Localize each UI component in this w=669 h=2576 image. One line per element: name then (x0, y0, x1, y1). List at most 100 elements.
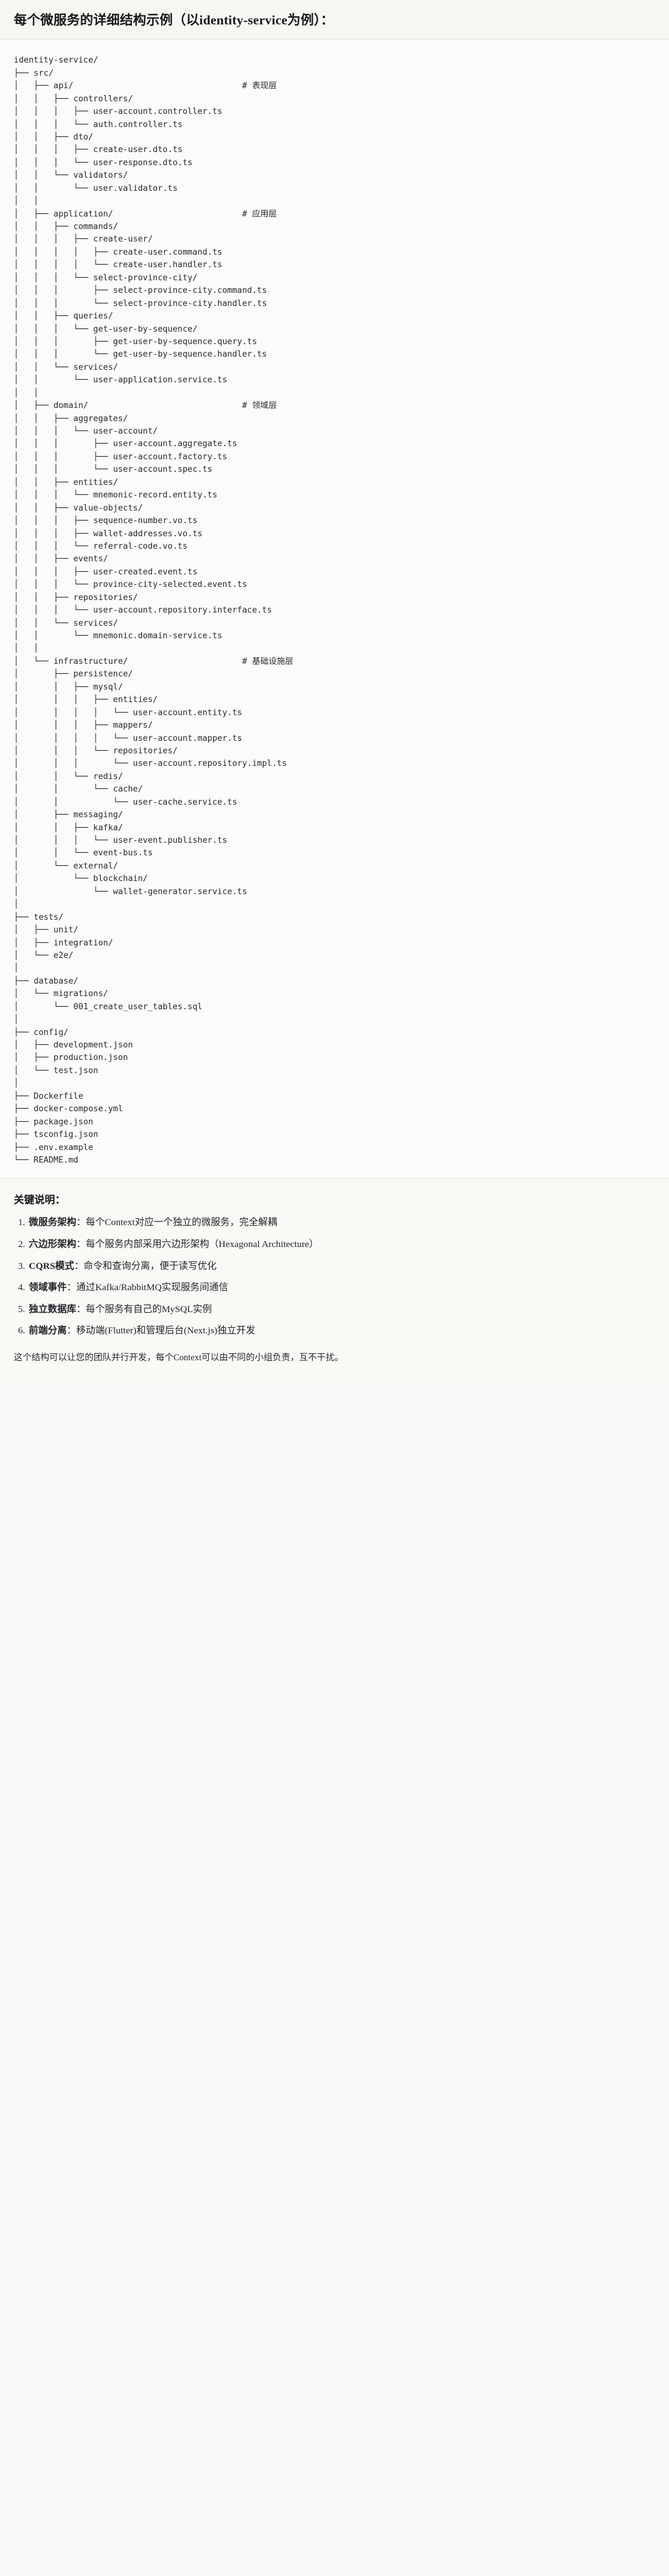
tree-line-text: │ │ │ │ └── user-account.entity.ts (14, 708, 243, 718)
tree-line: │ └── blockchain/ (14, 873, 655, 885)
tree-line-text: │ │ │ └── select-province-city.handler.t… (14, 298, 267, 308)
tree-line: │ │ │ └── user-response.dto.ts (14, 157, 655, 170)
tree-line-text: │ │ ├── aggregates/ (14, 414, 128, 424)
tree-line: │ │ │ └── select-province-city/ (14, 272, 655, 285)
tree-line-text: │ │ └── validators/ (14, 171, 128, 181)
key-note-label: 前端分离 (29, 1325, 67, 1336)
tree-line-text: ├── config/ (14, 1027, 69, 1037)
tree-line: │ │ ├── queries/ (14, 310, 655, 323)
tree-line-text: ├── .env.example (14, 1143, 94, 1153)
tree-line: │ └── e2e/ (14, 950, 655, 962)
page-root: 每个微服务的详细结构示例（以identity-service为例）： ident… (0, 0, 669, 1382)
tree-line-text: │ │ │ └── select-province-city/ (14, 273, 198, 283)
tree-line: │ │ │ └── mnemonic-record.entity.ts (14, 489, 655, 502)
tree-line: │ │ │ └── get-user-by-sequence/ (14, 323, 655, 336)
tree-line-text: │ │ │ ├── user-created.event.ts (14, 567, 198, 577)
tree-line-text: │ │ └── services/ (14, 618, 118, 628)
key-note-label: 领域事件 (29, 1282, 67, 1293)
key-note-text: 命令和查询分离，便于读写优化 (83, 1260, 217, 1271)
tree-line-text: │ (14, 1079, 19, 1089)
tree-line: │ │ └── validators/ (14, 170, 655, 182)
tree-line: │ │ │ └── referral-code.vo.ts (14, 541, 655, 553)
tree-line: │ │ │ │ └── create-user.handler.ts (14, 259, 655, 272)
tree-line: ├── database/ (14, 975, 655, 988)
tree-line: │ (14, 1077, 655, 1090)
tree-line-text: │ │ ├── events/ (14, 554, 108, 564)
key-note-item: 微服务架构：每个Context对应一个独立的微服务，完全解耦 (28, 1215, 655, 1230)
document-header: 每个微服务的详细结构示例（以identity-service为例）： (0, 0, 669, 40)
key-note-label: 六边形架构 (29, 1238, 76, 1250)
tree-line-text: │ │ ├── repositories/ (14, 593, 138, 603)
tree-line-text: │ │ │ ├── user-account.factory.ts (14, 452, 228, 462)
tree-line-text: │ │ │ └── user-response.dto.ts (14, 158, 193, 168)
tree-line: ├── package.json (14, 1116, 655, 1129)
key-note-separator: ： (76, 1217, 86, 1228)
tree-line: │ ├── domain/ # 领域层 (14, 400, 655, 412)
tree-line: │ │ │ ├── select-province-city.command.t… (14, 285, 655, 297)
tree-line-text: │ (14, 1015, 19, 1025)
directory-tree: identity-service/├── src/│ ├── api/ # 表现… (14, 54, 655, 1167)
tree-line: ├── tests/ (14, 912, 655, 924)
tree-line-text: │ └── migrations/ (14, 989, 108, 999)
tree-line-text: │ │ └── redis/ (14, 771, 123, 781)
tree-line-text: │ ├── api/ (14, 81, 74, 91)
tree-line-text: │ │ └── user-application.service.ts (14, 375, 228, 385)
key-note-separator: ： (76, 1238, 86, 1250)
tree-line: │ │ │ ├── mappers/ (14, 720, 655, 732)
tree-line: │ │ │ └── get-user-by-sequence.handler.t… (14, 349, 655, 361)
tree-line: │ │ │ │ └── user-account.entity.ts (14, 707, 655, 720)
tree-line: │ │ (14, 195, 655, 208)
tree-line-text: ├── tsconfig.json (14, 1130, 98, 1140)
key-note-item: 领域事件：通过Kafka/RabbitMQ实现服务间通信 (28, 1280, 655, 1295)
tree-line: │ │ ├── kafka/ (14, 822, 655, 835)
tree-line-text: │ │ │ └── get-user-by-sequence.handler.t… (14, 350, 267, 360)
tree-line: │ │ ├── entities/ (14, 477, 655, 489)
tree-line: │ ├── api/ # 表现层 (14, 80, 655, 93)
tree-line-text: │ ├── integration/ (14, 938, 113, 948)
tree-line-text: │ │ ├── commands/ (14, 222, 118, 232)
tree-line-text: │ │ ├── dto/ (14, 132, 94, 142)
tree-line: │ │ (14, 387, 655, 400)
tree-line: │ └── migrations/ (14, 988, 655, 1000)
tree-line-text: │ │ ├── kafka/ (14, 823, 123, 833)
tree-line: │ │ │ ├── create-user.dto.ts (14, 144, 655, 156)
tree-line-text: │ │ │ ├── create-user.dto.ts (14, 145, 183, 155)
tree-line: │ │ ├── aggregates/ (14, 413, 655, 425)
key-notes-footer: 这个结构可以让您的团队并行开发，每个Context可以由不同的小组负责，互不干扰… (14, 1352, 344, 1363)
tree-line-text: │ │ │ ├── create-user/ (14, 235, 153, 245)
tree-line: │ │ └── services/ (14, 362, 655, 374)
tree-line-text: │ │ └── cache/ (14, 785, 143, 795)
key-notes-section: 关键说明： 微服务架构：每个Context对应一个独立的微服务，完全解耦六边形架… (0, 1178, 669, 1382)
tree-line-text: │ └── external/ (14, 861, 118, 871)
tree-line: │ │ │ │ ├── create-user.command.ts (14, 247, 655, 259)
tree-line-text: ├── src/ (14, 68, 54, 78)
tree-line-text: │ │ └── user.validator.ts (14, 183, 178, 193)
tree-line-text: │ │ │ ├── sequence-number.vo.ts (14, 516, 198, 526)
tree-line-comment: # 领域层 (242, 401, 277, 411)
key-note-separator: ： (66, 1325, 76, 1336)
tree-line-text: │ │ │ │ └── create-user.handler.ts (14, 260, 223, 270)
key-note-text: 通过Kafka/RabbitMQ实现服务间通信 (76, 1282, 228, 1293)
key-note-item: 六边形架构：每个服务内部采用六边形架构（Hexagonal Architectu… (28, 1237, 655, 1252)
tree-line: │ │ └── user-cache.service.ts (14, 797, 655, 809)
tree-line-text: ├── Dockerfile (14, 1091, 84, 1101)
tree-line-text: │ │ (14, 388, 39, 398)
tree-line-text: │ │ │ └── auth.controller.ts (14, 120, 183, 130)
key-note-text: 每个服务有自己的MySQL实例 (86, 1303, 212, 1315)
tree-line-pad (113, 210, 242, 219)
tree-line: │ │ ├── controllers/ (14, 93, 655, 106)
tree-line-text: │ │ └── user-cache.service.ts (14, 797, 238, 807)
tree-line: │ └── 001_create_user_tables.sql (14, 1001, 655, 1014)
tree-line: │ │ │ ├── user-account.factory.ts (14, 451, 655, 464)
key-note-separator: ： (74, 1260, 84, 1271)
tree-line-text: │ │ │ ├── wallet-addresses.vo.ts (14, 529, 203, 539)
tree-line-text: │ ├── production.json (14, 1053, 128, 1063)
key-note-item: 独立数据库：每个服务有自己的MySQL实例 (28, 1302, 655, 1317)
tree-line: │ (14, 1014, 655, 1026)
tree-line: │ └── infrastructure/ # 基础设施层 (14, 656, 655, 668)
tree-line-text: ├── database/ (14, 976, 79, 986)
tree-line-text: │ │ ├── entities/ (14, 477, 118, 487)
key-notes-list: 微服务架构：每个Context对应一个独立的微服务，完全解耦六边形架构：每个服务… (14, 1215, 655, 1338)
tree-line: │ └── test.json (14, 1065, 655, 1077)
tree-line: │ │ │ └── user-account.repository.interf… (14, 604, 655, 617)
